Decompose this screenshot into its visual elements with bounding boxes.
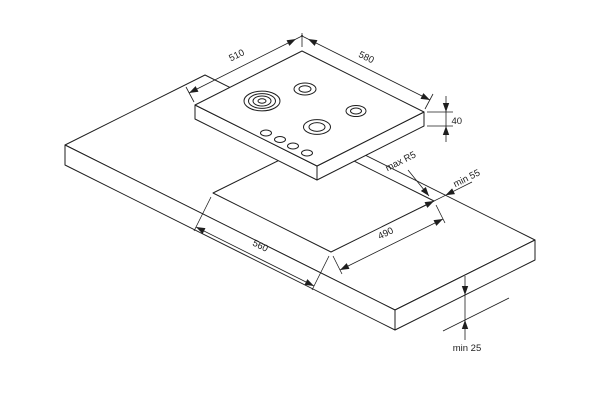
dim-label-hob-height: 40: [452, 116, 463, 127]
dimension-front-clearance-25: min 25: [442, 276, 510, 354]
control-knob: [274, 136, 286, 143]
burner-front: [303, 119, 331, 135]
dimension-line: [195, 226, 315, 287]
witness-line: [311, 255, 330, 291]
witness-line: [435, 204, 446, 224]
control-knobs: [260, 129, 313, 157]
dimension-line: [188, 38, 297, 94]
dim-label-corner-radius: max R5: [384, 150, 418, 174]
burner-right: [345, 105, 367, 117]
dim-label-hob-width: 580: [357, 49, 376, 66]
dimension-line: [339, 218, 444, 271]
witness-line: [332, 255, 343, 275]
control-knob: [287, 142, 299, 150]
witness-line: [193, 196, 212, 232]
control-knob: [260, 129, 272, 137]
witness-line: [424, 93, 434, 110]
dimension-hob-height-40: 40: [427, 96, 462, 142]
dimension-line: [307, 38, 431, 101]
witness-line: [185, 86, 195, 103]
phantom-line: [442, 297, 510, 332]
dim-label-front-clearance: min 25: [453, 343, 482, 354]
control-knob: [301, 149, 313, 157]
dim-label-hob-depth: 510: [227, 47, 246, 64]
leader-line: [407, 169, 430, 197]
dim-label-rear-clearance: min 55: [452, 167, 482, 190]
